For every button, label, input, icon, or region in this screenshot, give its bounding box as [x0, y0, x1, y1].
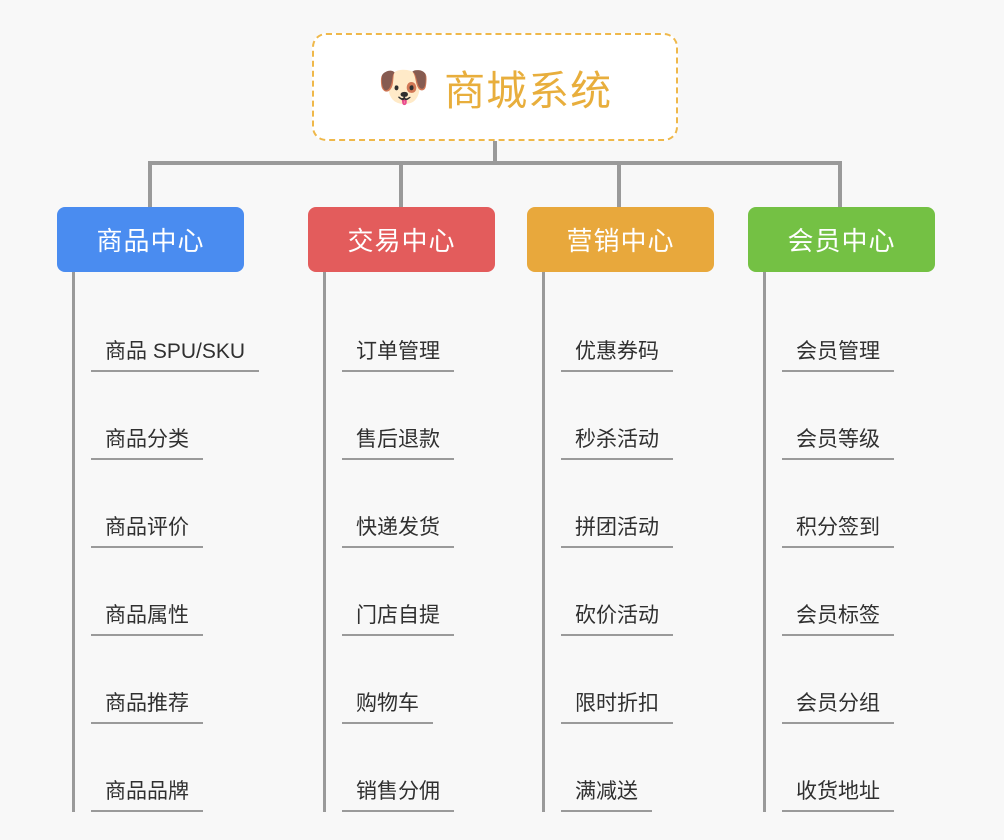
- branch-marketing-center: 营销中心 优惠券码 秒杀活动 拼团活动 砍价活动 限时折扣 满减送: [527, 207, 714, 812]
- leaf-label: 砍价活动: [561, 603, 673, 636]
- leaf-item[interactable]: 快递发货: [342, 460, 495, 548]
- branch-trade-center: 交易中心 订单管理 售后退款 快递发货 门店自提 购物车 销售分佣: [308, 207, 495, 812]
- dog-face-icon: 🐶: [377, 63, 431, 110]
- branch-header-trade-center[interactable]: 交易中心: [308, 207, 495, 272]
- leaf-label: 商品 SPU/SKU: [91, 339, 260, 372]
- branch-header-label: 营销中心: [566, 226, 675, 256]
- leaf-label: 会员管理: [782, 339, 894, 372]
- leaf-item[interactable]: 商品品牌: [91, 724, 244, 812]
- leaf-item[interactable]: 会员等级: [782, 372, 935, 460]
- branch-product-center: 商品中心 商品 SPU/SKU 商品分类 商品评价 商品属性 商品推荐 商品品牌: [57, 207, 260, 812]
- leaf-label: 满减送: [561, 779, 652, 812]
- leaf-label: 积分签到: [782, 515, 894, 548]
- leaf-list-member-center: 会员管理 会员等级 积分签到 会员标签 会员分组 收货地址: [763, 272, 935, 812]
- leaf-label: 收货地址: [782, 779, 894, 812]
- leaf-item[interactable]: 拼团活动: [561, 460, 714, 548]
- leaf-label: 拼团活动: [561, 515, 673, 548]
- connector-horizontal-bus: [150, 161, 842, 165]
- leaf-item[interactable]: 会员标签: [782, 548, 935, 636]
- leaf-label: 商品评价: [91, 515, 203, 548]
- connector-root-stem: [493, 141, 497, 163]
- leaf-item[interactable]: 购物车: [342, 636, 495, 724]
- leaf-list-product-center: 商品 SPU/SKU 商品分类 商品评价 商品属性 商品推荐 商品品牌: [72, 272, 260, 812]
- branch-header-member-center[interactable]: 会员中心: [748, 207, 935, 272]
- leaf-item[interactable]: 门店自提: [342, 548, 495, 636]
- branch-header-label: 交易中心: [347, 226, 456, 256]
- branch-member-center: 会员中心 会员管理 会员等级 积分签到 会员标签 会员分组 收货地址: [748, 207, 935, 812]
- leaf-item[interactable]: 商品属性: [91, 548, 244, 636]
- leaf-label: 商品属性: [91, 603, 203, 636]
- leaf-item[interactable]: 秒杀活动: [561, 372, 714, 460]
- leaf-item[interactable]: 商品推荐: [91, 636, 244, 724]
- leaf-label: 优惠券码: [561, 339, 673, 372]
- leaf-item[interactable]: 砍价活动: [561, 548, 714, 636]
- root-node[interactable]: 🐶 商城系统: [312, 33, 678, 141]
- leaf-label: 会员标签: [782, 603, 894, 636]
- leaf-item[interactable]: 会员管理: [782, 284, 935, 372]
- leaf-label: 秒杀活动: [561, 427, 673, 460]
- leaf-label: 销售分佣: [342, 779, 454, 812]
- leaf-item[interactable]: 满减送: [561, 724, 714, 812]
- leaf-label: 商品推荐: [91, 691, 203, 724]
- leaf-label: 购物车: [342, 691, 433, 724]
- leaf-item[interactable]: 售后退款: [342, 372, 495, 460]
- leaf-label: 门店自提: [342, 603, 454, 636]
- connector-drop-3: [617, 161, 621, 208]
- leaf-label: 快递发货: [342, 515, 454, 548]
- leaf-label: 订单管理: [342, 339, 454, 372]
- connector-drop-1: [148, 161, 152, 208]
- branch-header-label: 会员中心: [787, 226, 896, 256]
- leaf-item[interactable]: 商品评价: [91, 460, 244, 548]
- leaf-label: 商品品牌: [91, 779, 203, 812]
- leaf-item[interactable]: 优惠券码: [561, 284, 714, 372]
- leaf-item[interactable]: 商品 SPU/SKU: [91, 284, 260, 372]
- branch-header-marketing-center[interactable]: 营销中心: [527, 207, 714, 272]
- leaf-item[interactable]: 收货地址: [782, 724, 935, 812]
- leaf-list-marketing-center: 优惠券码 秒杀活动 拼团活动 砍价活动 限时折扣 满减送: [542, 272, 714, 812]
- leaf-label: 会员分组: [782, 691, 894, 724]
- leaf-item[interactable]: 商品分类: [91, 372, 244, 460]
- leaf-list-trade-center: 订单管理 售后退款 快递发货 门店自提 购物车 销售分佣: [323, 272, 495, 812]
- leaf-item[interactable]: 积分签到: [782, 460, 935, 548]
- leaf-item[interactable]: 会员分组: [782, 636, 935, 724]
- connector-drop-2: [399, 161, 403, 208]
- leaf-label: 商品分类: [91, 427, 203, 460]
- leaf-item[interactable]: 限时折扣: [561, 636, 714, 724]
- branch-header-label: 商品中心: [96, 226, 205, 256]
- leaf-label: 会员等级: [782, 427, 894, 460]
- leaf-item[interactable]: 订单管理: [342, 284, 495, 372]
- branch-header-product-center[interactable]: 商品中心: [57, 207, 244, 272]
- leaf-label: 限时折扣: [561, 691, 673, 724]
- connector-drop-4: [838, 161, 842, 208]
- leaf-label: 售后退款: [342, 427, 454, 460]
- leaf-item[interactable]: 销售分佣: [342, 724, 495, 812]
- root-title: 商城系统: [444, 68, 613, 114]
